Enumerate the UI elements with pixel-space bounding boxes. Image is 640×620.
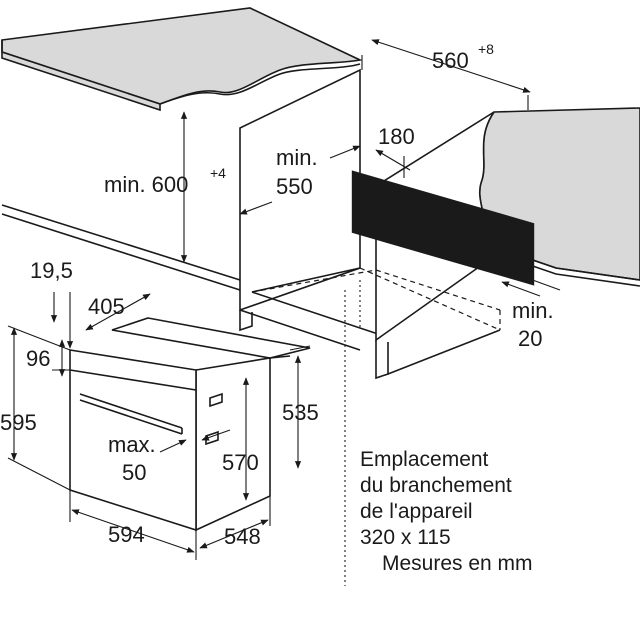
niche-dashed-outline <box>251 267 501 586</box>
niche-height-tolerance: +4 <box>210 165 226 181</box>
oven-depth-value: 548 <box>224 524 261 549</box>
right-cabinet-side <box>351 111 535 380</box>
connection-note-line3: de l'appareil <box>360 500 473 523</box>
niche-depth-value: 550 <box>276 174 313 199</box>
connection-note-line1: Emplacement <box>360 448 489 471</box>
left-worktop <box>1 7 363 112</box>
dim-oven-top-trim <box>50 292 74 349</box>
dim-oven-front-height <box>7 325 71 491</box>
oven <box>69 317 311 532</box>
oven-handle-label: max. <box>108 432 156 457</box>
connection-socket-dot <box>437 225 443 231</box>
niche-width-tolerance: +8 <box>478 41 494 57</box>
dim-niche-depth <box>239 145 361 215</box>
oven-front-height-value: 595 <box>0 410 37 435</box>
rear-gap-label: min. <box>512 298 554 323</box>
connection-note-line4: 320 x 115 <box>360 526 451 549</box>
niche-floor <box>1 204 379 335</box>
niche-width-value: 560 <box>432 48 469 73</box>
oven-body-inner-value: 570 <box>222 450 259 475</box>
dim-niche-width <box>361 39 531 110</box>
dim-vent-gap <box>375 149 411 178</box>
niche-height-value: min. 600 <box>104 172 188 197</box>
connection-note-line2: du branchement <box>360 474 512 497</box>
dim-oven-handle <box>159 429 231 453</box>
rear-gap-value: 20 <box>518 326 542 351</box>
dim-oven-depth <box>199 496 271 549</box>
connection-area-hatch <box>351 170 535 286</box>
niche-depth-label: min. <box>276 145 318 170</box>
oven-handle-value: 50 <box>122 460 146 485</box>
vent-gap-value: 180 <box>378 124 415 149</box>
dim-oven-panel-height <box>52 339 72 377</box>
dim-oven-body-height <box>289 345 311 469</box>
dim-oven-door-depth <box>85 293 151 331</box>
oven-top-trim-value: 19,5 <box>30 258 73 283</box>
dim-rear-gap <box>493 265 561 297</box>
units-note: Mesures en mm <box>382 552 533 575</box>
dim-oven-front-width <box>69 490 197 560</box>
oven-door-depth-value: 405 <box>88 294 125 319</box>
oven-panel-height-value: 96 <box>26 346 50 371</box>
oven-body-height-value: 535 <box>282 400 319 425</box>
oven-front-width-value: 594 <box>108 522 145 547</box>
